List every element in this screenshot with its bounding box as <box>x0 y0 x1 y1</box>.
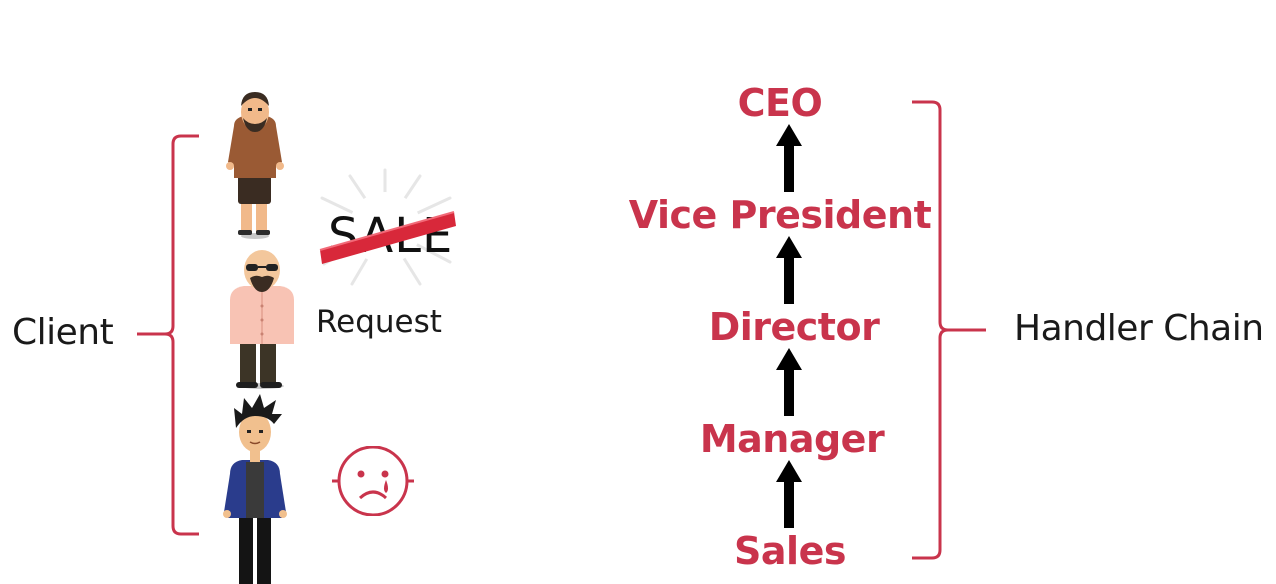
chain-level-vice-president: Vice President <box>628 193 932 237</box>
sale-strike-icon <box>319 211 456 264</box>
handler-chain-bracket <box>912 100 986 560</box>
spiky-hair-man-icon <box>223 394 287 584</box>
bearded-man-icon <box>226 92 284 239</box>
arrow-up-icon <box>776 236 802 304</box>
arrow-up-icon <box>776 124 802 192</box>
crying-face-icon <box>332 446 414 516</box>
chain-level-ceo: CEO <box>737 81 823 125</box>
chain-level-manager: Manager <box>699 417 885 461</box>
chain-level-sales: Sales <box>734 529 846 573</box>
arrow-up-icon <box>776 348 802 416</box>
bald-man-icon <box>230 250 294 389</box>
arrow-up-icon <box>776 460 802 528</box>
chain-level-director: Director <box>708 305 880 349</box>
handler-chain-label: Handler Chain <box>1014 308 1264 349</box>
client-label: Client <box>12 312 114 353</box>
client-bracket <box>137 134 199 536</box>
request-label: Request <box>316 304 442 340</box>
